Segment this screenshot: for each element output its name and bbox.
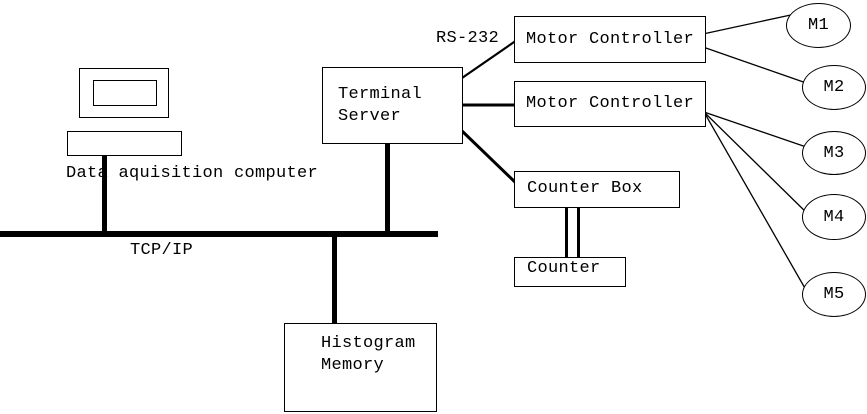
motor-controller-2-label: Motor Controller bbox=[525, 94, 695, 113]
rs232-link-label: RS-232 bbox=[436, 29, 500, 48]
rs232-line-terminal-server-to-motor-controller-1 bbox=[461, 39, 518, 79]
terminal-server-box: Terminal Server bbox=[322, 67, 463, 144]
line-motor-controller-1-to-m1 bbox=[702, 12, 801, 35]
counterbox-counter-line-right bbox=[577, 204, 580, 261]
counter-box-box: Counter Box bbox=[514, 171, 680, 208]
motor-m3-label: M3 bbox=[823, 143, 845, 163]
motor-m5-ellipse: M5 bbox=[802, 272, 866, 317]
motor-controller-1-box: Motor Controller bbox=[514, 16, 706, 63]
motor-m3-ellipse: M3 bbox=[802, 131, 866, 175]
motor-m4-ellipse: M4 bbox=[802, 194, 866, 240]
motor-m5-label: M5 bbox=[823, 285, 845, 304]
histogram-memory-label: Histogram Memory bbox=[321, 334, 416, 375]
computer-screen-icon bbox=[93, 80, 157, 106]
motor-controller-2-box: Motor Controller bbox=[514, 81, 706, 127]
terminal-server-label: Terminal Server bbox=[338, 84, 423, 126]
counterbox-counter-line-left bbox=[565, 204, 568, 261]
line-motor-controller-2-to-m5 bbox=[703, 111, 811, 298]
line-motor-controller-2-to-m4 bbox=[703, 111, 813, 219]
tcpip-bus-line bbox=[0, 231, 438, 237]
line-motor-controller-2-to-m3 bbox=[703, 111, 816, 151]
motor-m1-ellipse: M1 bbox=[786, 3, 851, 48]
counter-box: Counter bbox=[514, 257, 626, 287]
counter-box-label: Counter Box bbox=[527, 179, 643, 198]
tcpip-bus-label: TCP/IP bbox=[130, 241, 194, 260]
histogram-memory-bus-drop-line bbox=[332, 234, 337, 326]
computer-bus-drop-line bbox=[102, 150, 107, 235]
computer-keyboard-icon bbox=[67, 131, 182, 156]
terminal-server-bus-drop-line bbox=[385, 140, 390, 235]
line-motor-controller-1-to-m2 bbox=[702, 46, 813, 86]
histogram-memory-box: Histogram Memory bbox=[284, 323, 437, 412]
line-terminal-server-to-counter-box bbox=[459, 128, 519, 186]
data-acquisition-computer-label: Data aquisition computer bbox=[66, 164, 319, 183]
counter-label: Counter bbox=[527, 259, 601, 278]
motor-m2-label: M2 bbox=[823, 78, 845, 97]
motor-m4-label: M4 bbox=[823, 207, 845, 227]
motor-m2-ellipse: M2 bbox=[802, 65, 866, 110]
motor-controller-1-label: Motor Controller bbox=[525, 29, 695, 49]
motor-m1-label: M1 bbox=[807, 16, 829, 35]
